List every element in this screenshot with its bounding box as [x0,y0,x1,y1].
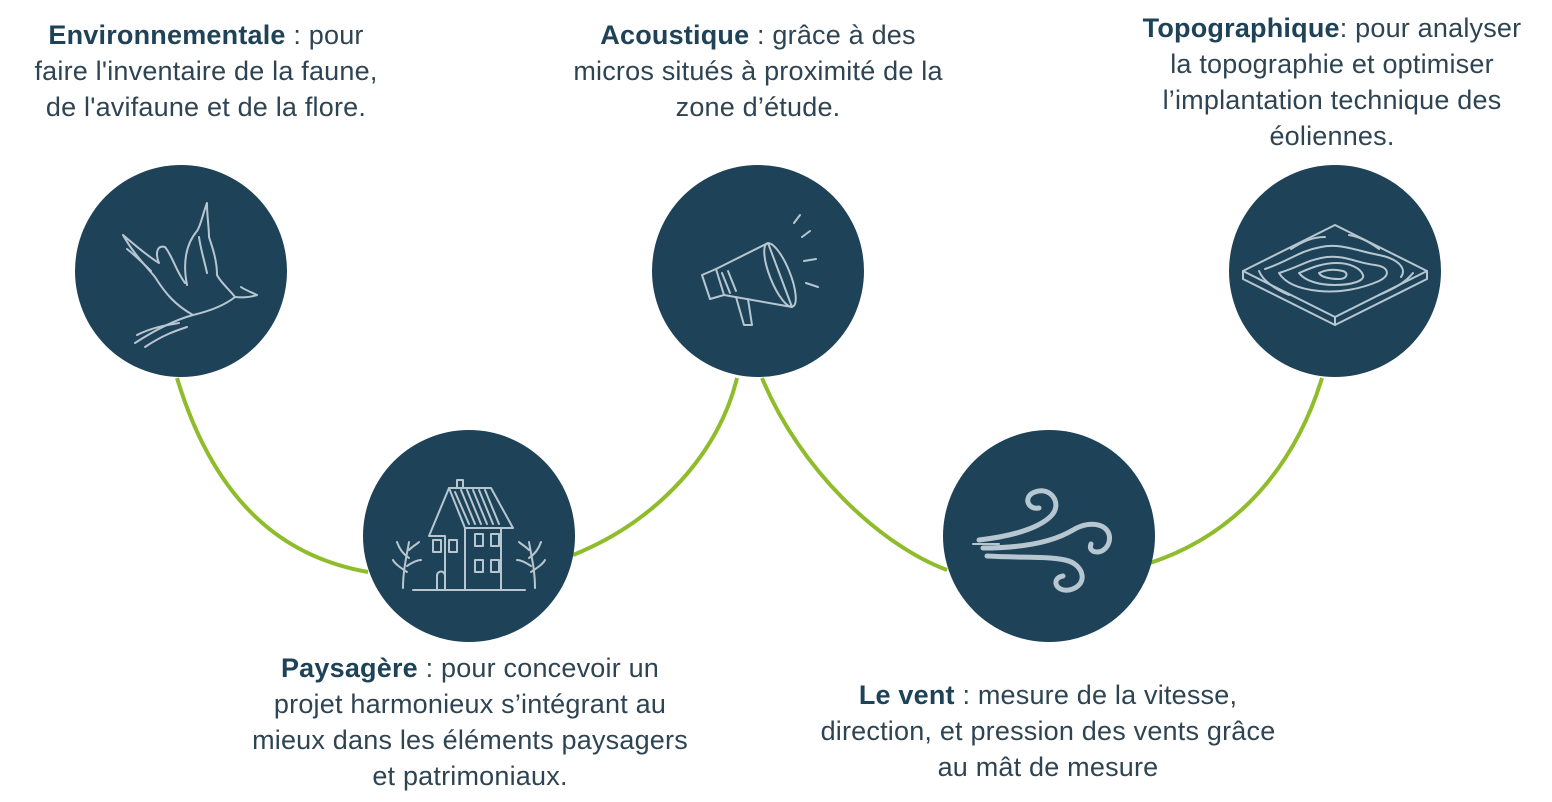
caption-separator: : [285,20,309,50]
connector-arc-1 [175,377,369,574]
caption-line: de l'avifaune et de la flore. [45,92,367,122]
caption-line: projet harmonieux s’intégrant au [273,689,667,719]
caption-separator: : [954,680,978,710]
caption-title: Paysagère [280,653,418,683]
caption-line: l’implantation technique des [1162,85,1502,115]
caption-line: au mât de mesure [937,752,1159,782]
caption-title: Environnementale [48,20,286,50]
caption-line: direction, et pression des vents grâce [820,716,1276,746]
caption-line: éoliennes. [1269,121,1395,151]
caption-separator: : [749,20,773,50]
wind-icon [972,488,1112,593]
caption-environnementale: Environnementale : pour faire l'inventai… [0,17,412,125]
node-paysagere [363,430,575,642]
caption-line: la topographie et optimiser [1170,49,1494,79]
caption-line: Environnementale : pour [0,17,412,53]
node-acoustique [652,165,864,377]
caption-line: mieux dans les éléments paysagers [252,725,688,755]
connector-arc-3 [760,377,948,572]
node-topographique [1229,165,1441,377]
connector-arc-4 [1149,377,1324,565]
caption-text: pour concevoir un [440,653,660,683]
node-le-vent [943,430,1155,642]
caption-line: faire l'inventaire de la faune, [34,56,378,86]
caption-line: Topographique: pour analyser [1112,10,1552,46]
caption-line: Paysagère : pour concevoir un [200,650,740,686]
node-environnementale [75,165,287,377]
caption-title: Acoustique [600,20,750,50]
caption-separator: : [417,653,441,683]
caption-text: pour [308,20,364,50]
caption-line: et patrimoniaux. [372,761,568,791]
caption-le-vent: Le vent : mesure de la vitesse, directio… [780,677,1316,785]
caption-topographique: Topographique: pour analyser la topograp… [1112,10,1552,154]
house-icon [392,479,546,591]
caption-separator: : [1339,13,1356,43]
connector-arc-2 [572,377,739,557]
topographic-map-icon [1242,224,1428,326]
caption-line: Le vent : mesure de la vitesse, [780,677,1316,713]
caption-title: Le vent [858,680,955,710]
caption-paysagere: Paysagère : pour concevoir un projet har… [200,650,740,794]
caption-line: micros situés à proximité de la [573,56,943,86]
caption-text: mesure de la vitesse, [977,680,1238,710]
megaphone-icon [701,214,819,326]
caption-line: Acoustique : grâce à des [530,17,986,53]
caption-text: grâce à des [772,20,916,50]
caption-acoustique: Acoustique : grâce à des micros situés à… [530,17,986,125]
caption-title: Topographique [1142,13,1340,43]
caption-text: pour analyser [1355,13,1522,43]
caption-line: zone d’étude. [675,92,841,122]
bird-icon [122,202,258,348]
